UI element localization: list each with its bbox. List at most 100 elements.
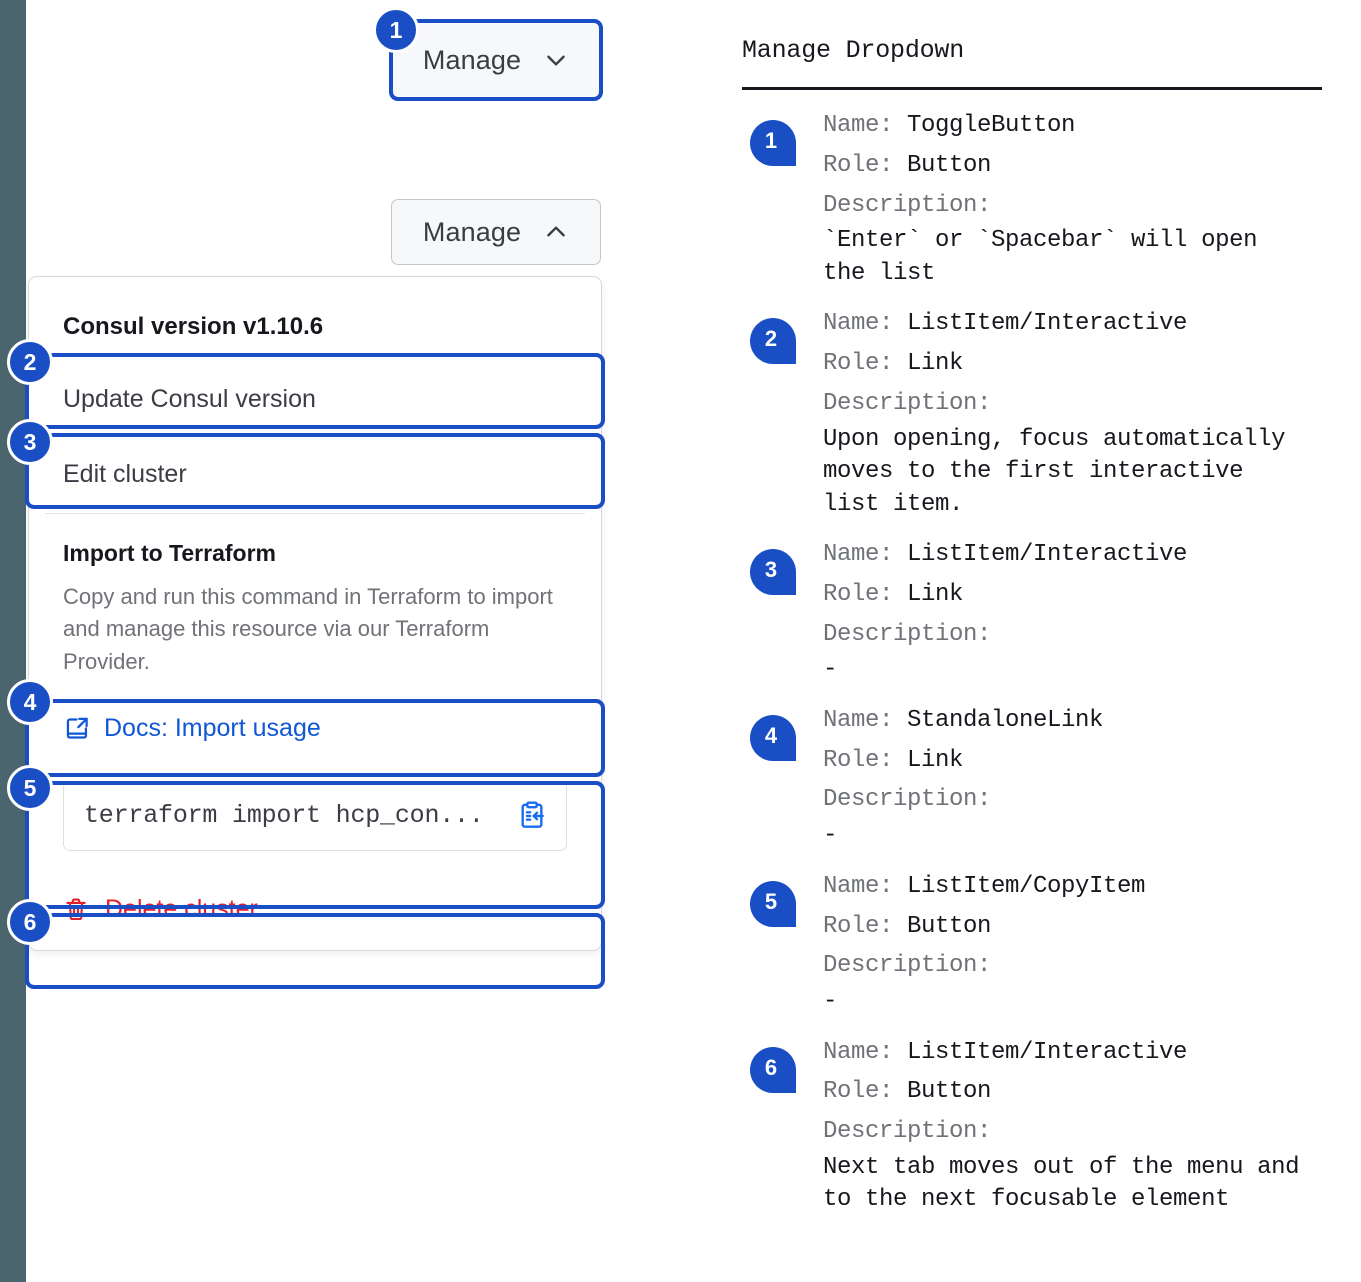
- menu-item-update-label: Update Consul version: [63, 385, 316, 413]
- annotation-line: Role: Button: [823, 146, 1322, 186]
- annotation-marker-5: 5: [750, 880, 796, 927]
- dropdown-heading-consul-version: Consul version v1.10.6: [63, 313, 324, 340]
- manage-dropdown-panel: Consul version v1.10.6 Update Consul ver…: [28, 276, 602, 951]
- annotation-name-value: StandaloneLink: [907, 706, 1104, 734]
- marker-badge-5: 5: [7, 765, 53, 811]
- annotation-marker-number: 6: [764, 1054, 778, 1080]
- section-description-import-terraform: Copy and run this command in Terraform t…: [63, 584, 553, 674]
- annotation-line: Name: ListItem/CopyItem: [823, 867, 1322, 907]
- annotation-role-label: Role:: [823, 746, 908, 774]
- annotation-marker-2: 2: [750, 318, 796, 365]
- annotation-marker-number: 4: [764, 722, 778, 748]
- annotation-name-label: Name:: [823, 310, 908, 338]
- annotation-name-label: Name:: [823, 872, 908, 900]
- copy-command-box[interactable]: terraform import hcp_con...: [63, 780, 567, 851]
- menu-item-update-consul-version[interactable]: Update Consul version: [29, 363, 601, 438]
- annotation-name-label: Name:: [823, 540, 908, 568]
- annotation-line: Name: ListItem/Interactive: [823, 304, 1322, 344]
- annotation-marker-number: 3: [764, 556, 778, 582]
- annotation-description-value: `Enter` or `Spacebar` will open the list: [823, 227, 1258, 287]
- marker-badge-2: 2: [7, 339, 53, 385]
- annotation-role-label: Role:: [823, 912, 908, 940]
- annotation-line: Name: ListItem/Interactive: [823, 535, 1322, 575]
- chevron-down-icon: [543, 47, 569, 73]
- annotation-description-value: Upon opening, focus automatically moves …: [823, 425, 1286, 518]
- annotation-description-value: -: [823, 988, 838, 1016]
- annotation-role-label: Role:: [823, 1078, 908, 1106]
- terraform-command-text: terraform import hcp_con...: [84, 801, 484, 831]
- docs-link-label: Docs: Import usage: [104, 713, 321, 742]
- annotation-description-value: Next tab moves out of the menu and to th…: [823, 1154, 1300, 1214]
- annotation-name-value: ListItem/CopyItem: [907, 872, 1146, 900]
- annotation-line: Role: Link: [823, 741, 1322, 781]
- annotation-line: Name: ListItem/Interactive: [823, 1033, 1322, 1073]
- annotation-line: Role: Link: [823, 575, 1322, 615]
- manage-button-label-2: Manage: [422, 216, 522, 247]
- annotation-marker-1: 1: [750, 120, 796, 166]
- menu-item-copy-command[interactable]: terraform import hcp_con...: [29, 763, 601, 873]
- marker-badge-1: 1: [373, 7, 419, 53]
- marker-badge-3: 3: [7, 419, 53, 465]
- annotation-marker-3: 3: [750, 548, 796, 595]
- annotation-description-label: Description:: [823, 1118, 992, 1146]
- annotation-name-value: ListItem/Interactive: [907, 310, 1188, 338]
- annotation-role-value: Link: [907, 746, 964, 774]
- menu-item-edit-label: Edit cluster: [63, 460, 187, 488]
- annotation-line: Role: Link: [823, 344, 1322, 384]
- annotation-role-value: Button: [907, 1078, 992, 1106]
- annotation-line: Name: ToggleButton: [823, 106, 1322, 146]
- manage-dropdown-toggle-expanded[interactable]: Manage: [391, 199, 601, 265]
- marker-badge-4: 4: [7, 679, 53, 725]
- annotation-description-label: Description:: [823, 952, 992, 980]
- marker-badge-6: 6: [7, 899, 53, 945]
- chevron-up-icon: [543, 219, 569, 245]
- menu-item-delete-cluster[interactable]: Delete cluster: [29, 873, 601, 950]
- annotation-description-label: Description:: [823, 786, 992, 814]
- annotation-role-value: Link: [907, 350, 964, 378]
- annotation-role-value: Button: [907, 151, 992, 179]
- delete-cluster-label: Delete cluster: [105, 894, 258, 923]
- annotation-line: Role: Button: [823, 1072, 1322, 1112]
- menu-item-docs-import-usage[interactable]: Docs: Import usage: [29, 694, 601, 763]
- manage-dropdown-toggle-collapsed[interactable]: Manage: [391, 21, 601, 99]
- annotation-role-label: Role:: [823, 580, 908, 608]
- annotation-marker-number: 2: [764, 326, 778, 352]
- annotation-role-value: Link: [907, 580, 964, 608]
- annotation-role-label: Role:: [823, 151, 908, 179]
- annotation-name-label: Name:: [823, 706, 908, 734]
- trash-icon: [63, 896, 89, 922]
- annotation-marker-6: 6: [750, 1046, 796, 1093]
- menu-item-edit-cluster[interactable]: Edit cluster: [29, 438, 601, 513]
- left-rail: [0, 0, 26, 1282]
- annotation-name-value: ToggleButton: [907, 112, 1076, 139]
- annotation-line: Role: Button: [823, 907, 1322, 947]
- annotation-description-label: Description:: [823, 620, 992, 648]
- annotation-role-label: Role:: [823, 350, 908, 378]
- annotation-panel-title: Manage Dropdown: [742, 36, 965, 65]
- annotation-name-label: Name:: [823, 1038, 908, 1066]
- annotation-name-label: Name:: [823, 112, 908, 139]
- clipboard-copy-icon[interactable]: [516, 800, 548, 832]
- annotation-marker-4: 4: [750, 714, 796, 761]
- annotation-description-label: Description:: [823, 191, 992, 219]
- annotation-description-label: Description:: [823, 389, 992, 417]
- section-title-import-terraform: Import to Terraform: [63, 540, 276, 566]
- annotation-description-value: -: [823, 822, 838, 850]
- annotation-marker-number: 1: [764, 128, 778, 153]
- annotation-divider: [742, 87, 1322, 90]
- manage-button-label: Manage: [422, 44, 522, 75]
